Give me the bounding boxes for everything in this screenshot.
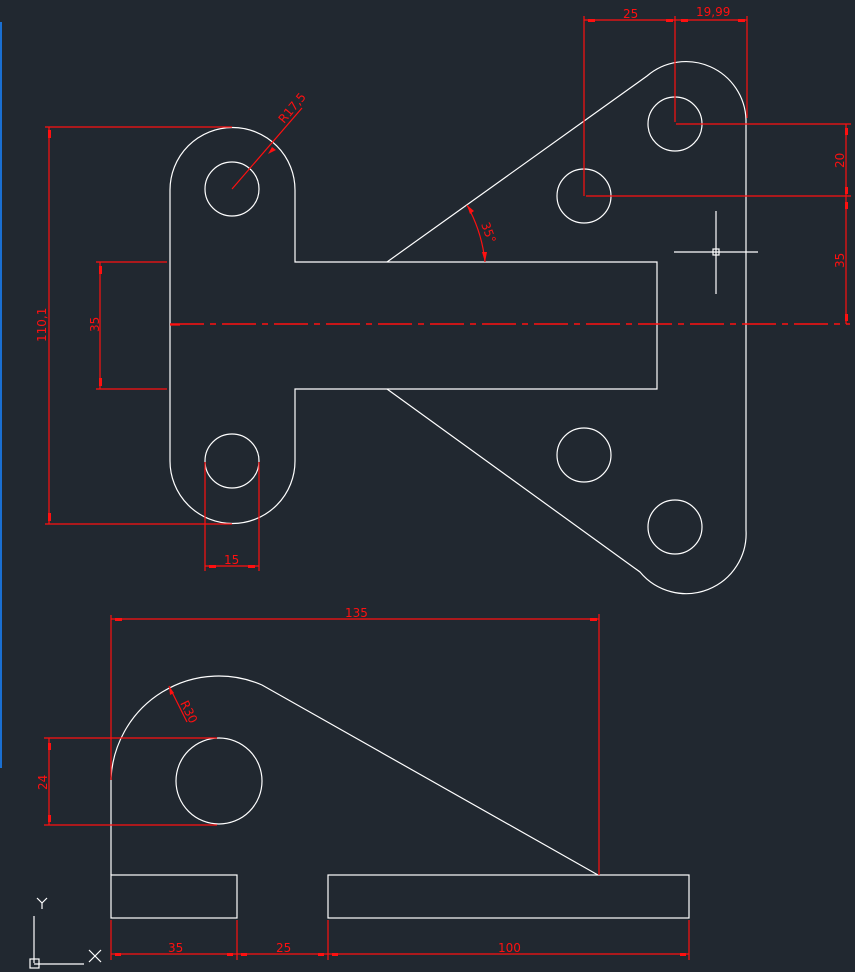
hole-height-label: 24: [36, 775, 50, 790]
base-dim-25-label: 25: [276, 941, 291, 955]
dim-tick: [845, 314, 848, 321]
dim-tick: [588, 19, 595, 22]
hole-bracket-4[interactable]: [647, 499, 703, 555]
base-dim-100-label: 100: [498, 941, 521, 955]
overall-width-label: 135: [345, 606, 368, 620]
dim-tick: [845, 187, 848, 194]
dim-tick: [209, 565, 216, 568]
dim-tick: [48, 815, 51, 822]
top-dim-25-label: 25: [623, 7, 638, 21]
hole-width-label: 15: [224, 553, 239, 567]
ucs-icon: [29, 897, 102, 969]
overall-height-label: 110,1: [35, 308, 49, 342]
dim-tick: [332, 953, 338, 956]
dim-tick: [227, 953, 233, 956]
hole-bottom-left[interactable]: [204, 433, 260, 489]
dim-tick: [99, 266, 102, 274]
dim-tick: [680, 953, 686, 956]
dim-tick: [845, 202, 848, 209]
left-part-outline[interactable]: [169, 126, 658, 525]
crosshair-cursor-icon: [674, 211, 758, 294]
dim-tick: [241, 953, 247, 956]
dim-tick: [681, 19, 688, 22]
dim-tick: [115, 618, 122, 621]
right-dim-20-label: 20: [833, 153, 847, 168]
hole-bracket-3[interactable]: [556, 427, 612, 483]
angle-label: 35°: [478, 220, 498, 245]
front-radius-label: R30: [177, 698, 200, 725]
dim-tick: [48, 743, 51, 750]
dim-tick: [666, 19, 673, 22]
front-view: 135 R30 24 35 25 100: [36, 606, 690, 960]
ucs-origin-box: [29, 958, 40, 969]
bracket-outline[interactable]: [386, 61, 747, 595]
angle-arrow: [467, 205, 474, 214]
slot-height-label: 35: [88, 317, 102, 332]
dim-tick: [99, 378, 102, 386]
dim-tick: [738, 19, 745, 22]
front-profile-outline[interactable]: [110, 675, 599, 876]
dim-tick: [590, 618, 597, 621]
radius-arrow: [169, 686, 174, 695]
dim-tick: [318, 953, 324, 956]
right-dim-35-label: 35: [833, 253, 847, 268]
front-hole[interactable]: [175, 737, 263, 825]
top-dim-1999-label: 19,99: [696, 5, 730, 19]
ucs-y-label-icon: [36, 897, 43, 904]
viewport-edge-indicator: [0, 22, 2, 768]
base-block-left[interactable]: [110, 874, 238, 919]
dim-tick: [845, 128, 848, 135]
dim-tick: [115, 953, 121, 956]
angle-arrow: [482, 252, 487, 262]
radius-leader: [231, 107, 303, 190]
base-dim-35-label: 35: [168, 941, 183, 955]
radius-arrow: [268, 147, 276, 154]
dim-tick: [248, 565, 255, 568]
dim-tick: [48, 513, 51, 521]
top-view: R17,5 110,1 35 15 35°: [35, 5, 851, 595]
hole-top-left[interactable]: [204, 161, 260, 217]
base-block-right[interactable]: [327, 874, 690, 919]
radius-label: R17,5: [276, 90, 309, 126]
dim-tick: [48, 130, 51, 138]
